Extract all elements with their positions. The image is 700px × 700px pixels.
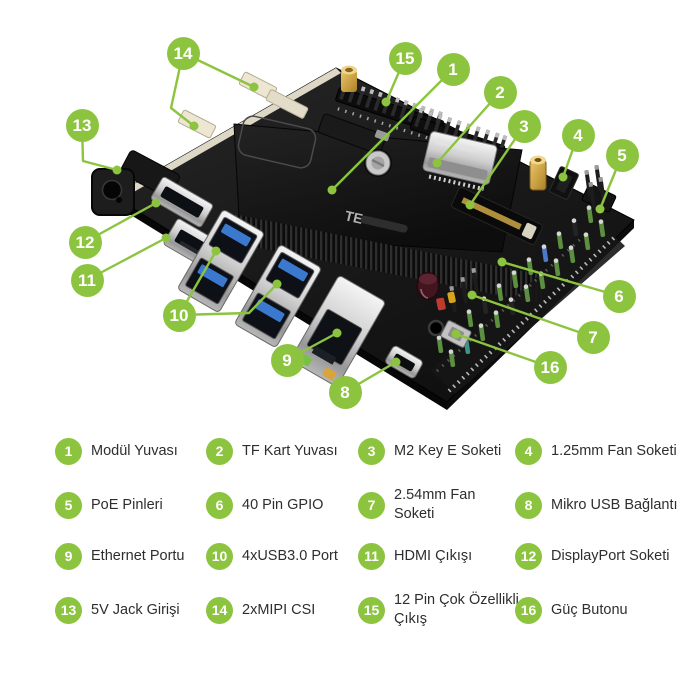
compute-module: TE	[229, 113, 548, 304]
legend-badge-9: 9	[55, 542, 82, 570]
m2-key-e-slot	[451, 187, 543, 245]
callout-12: 12	[68, 225, 102, 259]
callout-14: 14	[166, 36, 200, 70]
callout-7: 7	[576, 320, 610, 354]
sodimm-connector	[229, 214, 548, 304]
callout-10: 10	[162, 298, 196, 332]
fan-pins-2-54	[436, 267, 479, 313]
legend-item-5: 5 PoE Pinleri	[55, 481, 163, 529]
tf-card-slot	[422, 131, 498, 192]
legend-badge-1: 1	[55, 437, 82, 465]
legend-label-6: 40 Pin GPIO	[242, 496, 324, 513]
callout-13: 13	[65, 108, 99, 142]
ethernet-led-amber	[322, 367, 337, 381]
legend-item-8: 8 Mikro USB Bağlantı	[515, 481, 678, 529]
callout-1: 1	[436, 52, 470, 86]
legend-item-12: 12 DisplayPort Soketi	[515, 532, 669, 580]
callout-2: 2	[483, 75, 517, 109]
callout-11: 11	[70, 263, 104, 297]
legend-badge-16: 16	[515, 596, 542, 624]
legend-item-13: 13 5V Jack Girişi	[55, 586, 180, 634]
legend-label-8: Mikro USB Bağlantı	[551, 496, 678, 513]
legend-item-16: 16 Güç Butonu	[515, 586, 628, 634]
legend-item-6: 6 40 Pin GPIO	[206, 481, 323, 529]
callout-3: 3	[507, 109, 541, 143]
legend-label-13: 5V Jack Girişi	[91, 601, 180, 618]
legend-badge-14: 14	[206, 596, 233, 624]
legend-label-2: TF Kart Yuvası	[242, 442, 338, 459]
standoff-screw	[364, 149, 392, 177]
svg-text:TE: TE	[343, 207, 364, 227]
callout-9: 9	[270, 343, 304, 377]
usb3-stack-a	[178, 210, 264, 312]
antenna-standoff-mid	[529, 155, 547, 191]
callout-15: 15	[388, 41, 422, 75]
csi-latch	[317, 113, 390, 155]
antenna-standoff-top	[341, 65, 357, 92]
legend-label-14: 2xMIPI CSI	[242, 601, 316, 618]
legend-item-3: 3 M2 Key E Soketi	[358, 427, 501, 475]
legend-label-10: 4xUSB3.0 Port	[242, 547, 338, 564]
poe-pins	[581, 164, 617, 213]
module-marking: TE	[343, 207, 408, 233]
usb3-stack-b	[235, 245, 321, 347]
legend-badge-15: 15	[358, 596, 385, 624]
gpio-40pin	[430, 205, 625, 394]
board-illustration: TE	[80, 51, 635, 410]
legend-item-11: 11 HDMI Çıkışı	[358, 532, 472, 580]
legend-label-1: Modül Yuvası	[91, 442, 178, 459]
legend-badge-6: 6	[206, 491, 233, 519]
fan-socket-1-25	[549, 166, 579, 200]
displayport	[150, 176, 214, 228]
legend-badge-5: 5	[55, 491, 82, 519]
callout-16: 16	[533, 350, 567, 384]
mounting-hole	[427, 319, 445, 337]
legend-label-5: PoE Pinleri	[91, 496, 163, 513]
legend-badge-10: 10	[206, 542, 233, 570]
legend-item-1: 1 Modül Yuvası	[55, 427, 178, 475]
legend-label-3: M2 Key E Soketi	[394, 442, 502, 459]
legend-label-4: 1.25mm Fan Soketi	[551, 442, 677, 459]
legend-badge-3: 3	[358, 437, 385, 465]
legend-label-16: Güç Butonu	[551, 601, 628, 618]
capacitor	[416, 272, 440, 300]
legend-item-14: 14 2xMIPI CSI	[206, 586, 315, 634]
legend-label-9: Ethernet Portu	[91, 547, 185, 564]
legend-item-9: 9 Ethernet Portu	[55, 532, 185, 580]
legend-badge-8: 8	[515, 491, 542, 519]
callout-4: 4	[561, 118, 595, 152]
legend-badge-4: 4	[515, 437, 542, 465]
legend-badge-12: 12	[515, 542, 542, 570]
legend-badge-7: 7	[358, 491, 385, 519]
legend-badge-13: 13	[55, 596, 82, 624]
legend-label-11: HDMI Çıkışı	[394, 547, 473, 564]
legend-item-2: 2 TF Kart Yuvası	[206, 427, 338, 475]
legend-badge-2: 2	[206, 437, 233, 465]
legend-badge-11: 11	[358, 542, 385, 570]
legend-label-12: DisplayPort Soketi	[551, 547, 670, 564]
legend-item-10: 10 4xUSB3.0 Port	[206, 532, 338, 580]
callout-6: 6	[602, 279, 636, 313]
callout-8: 8	[328, 375, 362, 409]
callout-5: 5	[605, 138, 639, 172]
legend-item-4: 4 1.25mm Fan Soketi	[515, 427, 677, 475]
